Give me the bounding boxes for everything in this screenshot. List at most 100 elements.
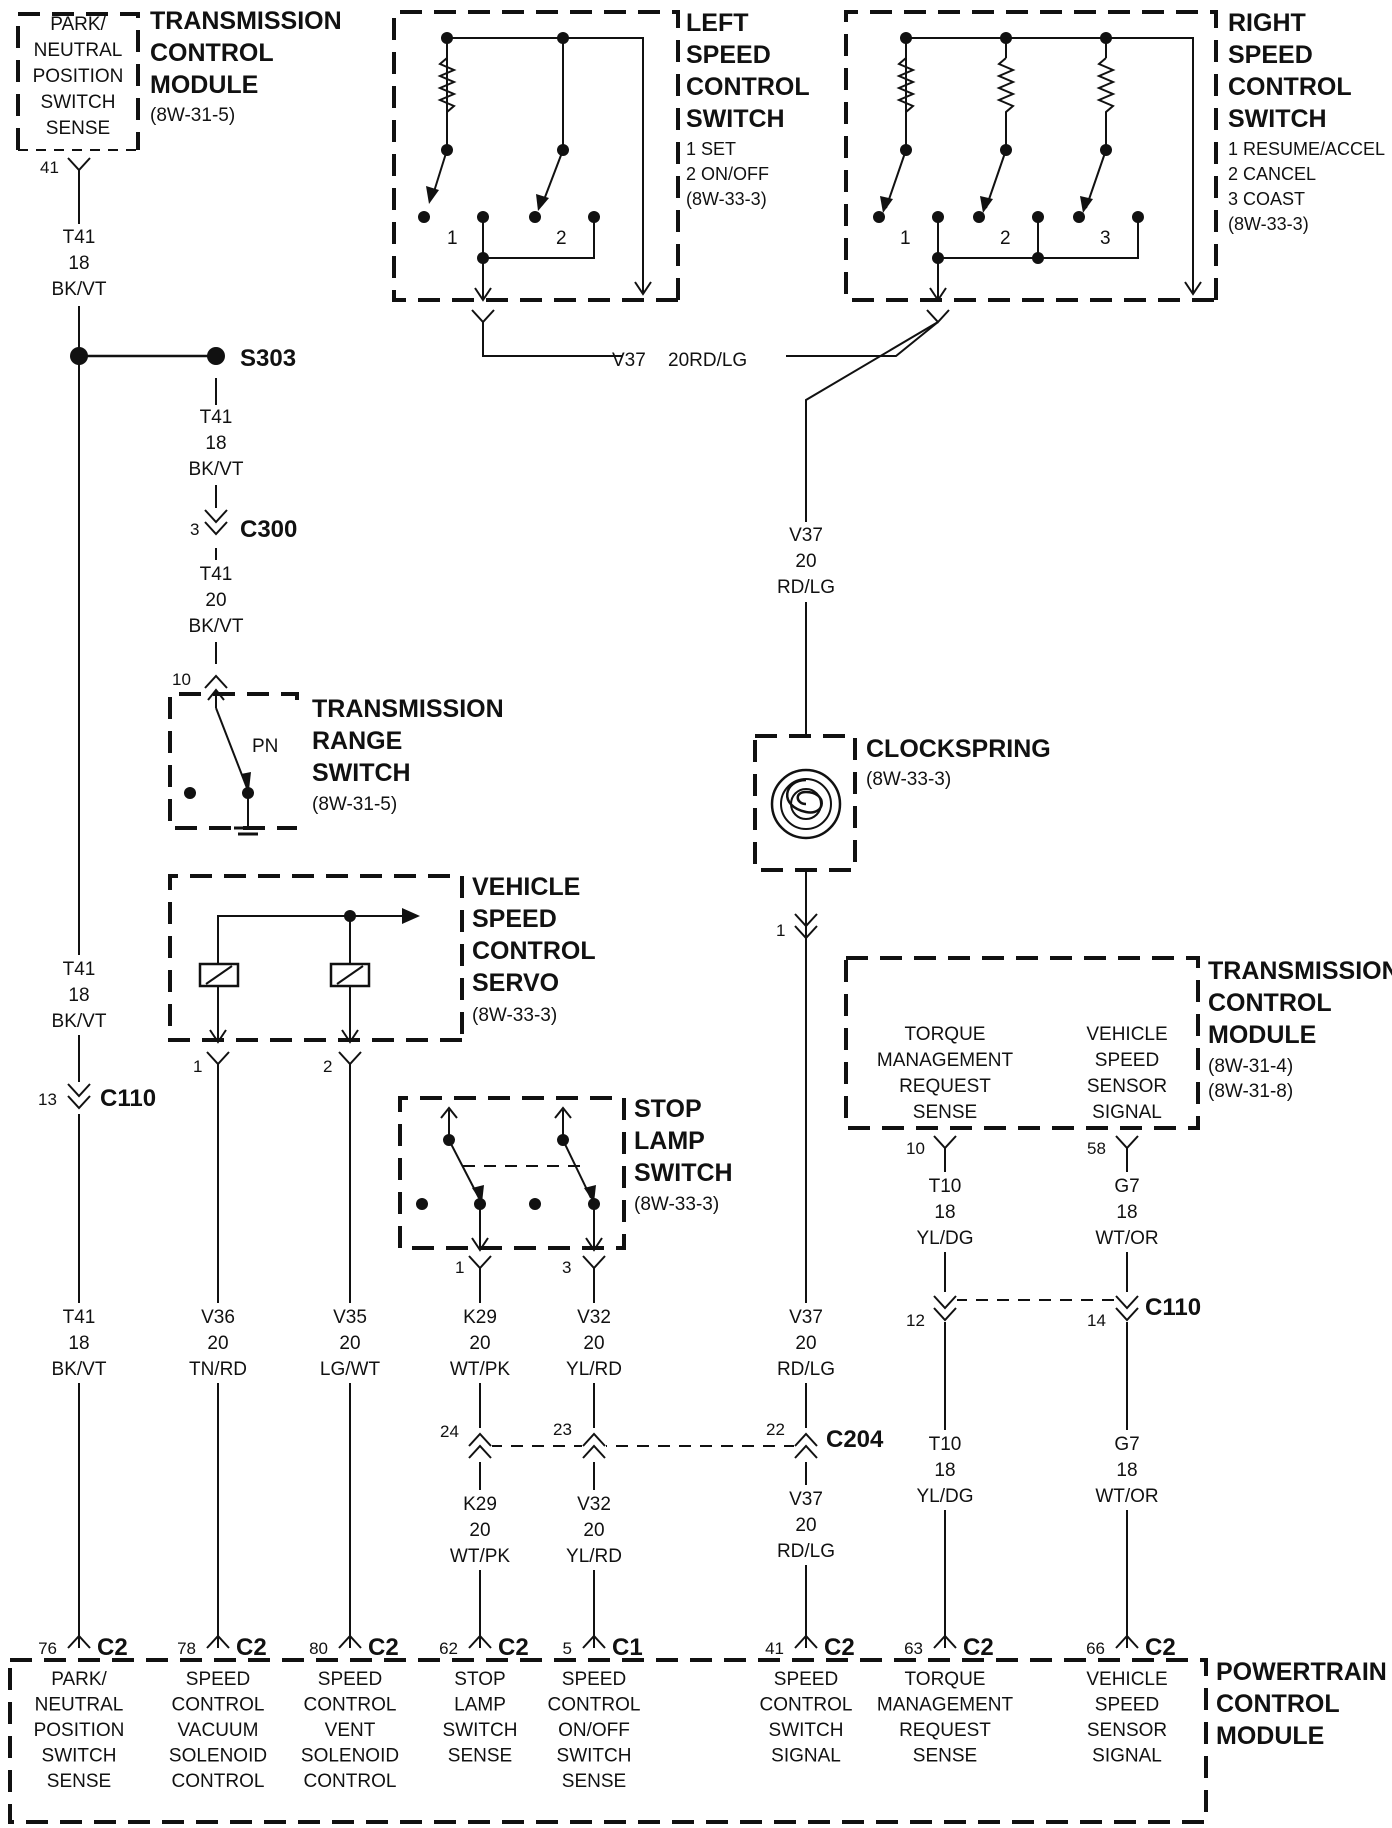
svg-text:V37: V37 [789, 1489, 823, 1510]
svg-text:(8W-33-3): (8W-33-3) [1228, 214, 1309, 234]
svg-text:TORQUE: TORQUE [905, 1024, 986, 1045]
svg-text:18: 18 [68, 985, 89, 1006]
svg-text:YL/DG: YL/DG [916, 1486, 973, 1507]
svg-text:18: 18 [68, 1333, 89, 1354]
svg-text:SWITCH: SWITCH [312, 759, 411, 787]
svg-text:PN: PN [252, 736, 278, 757]
svg-text:REQUEST: REQUEST [899, 1076, 991, 1097]
svg-text:24: 24 [440, 1422, 459, 1441]
pcm-pin-description: REQUEST [899, 1720, 991, 1741]
pcm-pin-description: SPEED [562, 1669, 626, 1690]
tcm-sense-line-5: SENSE [46, 118, 110, 139]
svg-text:G7: G7 [1114, 1434, 1139, 1455]
svg-text:1 RESUME/ACCEL: 1 RESUME/ACCEL [1228, 139, 1385, 159]
pcm-pin-description: VACUUM [178, 1720, 259, 1741]
tcm-top-title-3: MODULE [150, 71, 258, 99]
svg-text:SPEED: SPEED [686, 41, 771, 69]
connector-c110-left-label: C110 [100, 1085, 156, 1112]
pcm-pin-number: 41 [765, 1639, 784, 1658]
tcm-sense-line-2: NEUTRAL [34, 40, 123, 61]
svg-text:58: 58 [1087, 1139, 1106, 1158]
pcm-pin-description: ON/OFF [558, 1720, 630, 1741]
pcm-pin-number: 63 [904, 1639, 923, 1658]
svg-text:WT/PK: WT/PK [450, 1359, 510, 1380]
svg-text:V32: V32 [577, 1494, 611, 1515]
label-v32-a: V32 20 YL/RD [562, 1303, 626, 1383]
svg-text:18: 18 [934, 1460, 955, 1481]
pcm-pin-description: TORQUE [905, 1669, 986, 1690]
pcm-pin-description: VENT [325, 1720, 376, 1741]
svg-text:SWITCH: SWITCH [634, 1159, 733, 1187]
pcm-connector-name: C2 [824, 1634, 855, 1661]
svg-text:(8W-31-5): (8W-31-5) [312, 794, 397, 815]
connector-female-symbol [67, 157, 91, 172]
svg-text:20: 20 [795, 551, 816, 572]
svg-text:18: 18 [68, 253, 89, 274]
svg-text:LAMP: LAMP [634, 1127, 705, 1155]
right-speed-control-switch: 1 2 3 RIGHT SPEED CONTROL SWITCH 1 RESUM… [844, 9, 1385, 324]
svg-text:T10: T10 [929, 1176, 962, 1197]
svg-text:BK/VT: BK/VT [52, 1359, 107, 1380]
label-g7-a: G7 18 WT/OR [1093, 1172, 1161, 1252]
wire-v37-down [805, 321, 939, 736]
transmission-range-switch: 10 PN TRANSMISSION RANGE SWITCH (8W-31-5… [168, 664, 504, 836]
svg-text:V37: V37 [789, 525, 823, 546]
svg-text:WT/OR: WT/OR [1095, 1228, 1158, 1249]
svg-text:CLOCKSPRING: CLOCKSPRING [866, 735, 1051, 763]
pcm-pin-description: SENSE [562, 1771, 626, 1792]
splice-s303-label: S303 [240, 345, 296, 372]
svg-text:CONTROL: CONTROL [1228, 73, 1352, 101]
svg-text:(8W-33-3): (8W-33-3) [634, 1194, 719, 1215]
pcm-pin-description: SWITCH [443, 1720, 518, 1741]
svg-text:TRANSMISSION: TRANSMISSION [312, 695, 504, 723]
svg-text:T41: T41 [63, 1307, 96, 1328]
pcm-pin-description: CONTROL [172, 1771, 265, 1792]
svg-text:V35: V35 [333, 1307, 367, 1328]
svg-text:V32: V32 [577, 1307, 611, 1328]
svg-text:YL/RD: YL/RD [566, 1359, 622, 1380]
pcm-pin-number: 76 [38, 1639, 57, 1658]
label-k29-a: K29 20 WT/PK [448, 1303, 512, 1383]
pcm-pin-description: SENSE [448, 1746, 512, 1767]
svg-text:T10: T10 [929, 1434, 962, 1455]
pcm-pin-description: PARK/ [51, 1669, 107, 1690]
pcm-connector-name: C2 [498, 1634, 529, 1661]
label-t41-low: T41 18 BK/VT [49, 1303, 109, 1383]
svg-text:20: 20 [205, 590, 226, 611]
pcm-connector-name: C2 [97, 1634, 128, 1661]
label-t41-s303: T41 18 BK/VT [186, 405, 246, 485]
clockspring: CLOCKSPRING (8W-33-3) 1 [753, 734, 1051, 940]
pcm-pin-description: SENSE [47, 1771, 111, 1792]
svg-text:TRANSMISSION: TRANSMISSION [1208, 957, 1392, 985]
svg-text:STOP: STOP [634, 1095, 702, 1123]
svg-text:20: 20 [583, 1333, 604, 1354]
svg-text:RD/LG: RD/LG [777, 1359, 835, 1380]
svg-text:20: 20 [795, 1515, 816, 1536]
pcm-pin-description: CONTROL [760, 1695, 853, 1716]
svg-text:SENSOR: SENSOR [1087, 1076, 1167, 1097]
svg-text:2: 2 [556, 228, 567, 249]
svg-text:WT/PK: WT/PK [450, 1546, 510, 1567]
svg-text:(8W-31-4): (8W-31-4) [1208, 1056, 1293, 1077]
connector-c300-pin: 3 [190, 520, 199, 539]
pcm-pin-description: SWITCH [769, 1720, 844, 1741]
svg-text:3: 3 [1100, 228, 1111, 249]
svg-text:BK/VT: BK/VT [52, 279, 107, 300]
label-v37-pcm: V37 20 RD/LG [772, 1485, 840, 1565]
pcm-pin-description: SIGNAL [771, 1746, 841, 1767]
svg-text:SPEED: SPEED [1228, 41, 1313, 69]
svg-text:CONTROL: CONTROL [686, 73, 810, 101]
pcm-pin-description: VEHICLE [1086, 1669, 1167, 1690]
svg-text:18: 18 [1116, 1202, 1137, 1223]
label-v37-mid: V37 20 RD/LG [772, 522, 840, 602]
svg-text:(8W-33-3): (8W-33-3) [686, 189, 767, 209]
svg-text:2 CANCEL: 2 CANCEL [1228, 164, 1316, 184]
svg-text:20: 20 [469, 1520, 490, 1541]
label-t10-a: T10 18 YL/DG [911, 1172, 979, 1252]
svg-text:WT/OR: WT/OR [1095, 1486, 1158, 1507]
